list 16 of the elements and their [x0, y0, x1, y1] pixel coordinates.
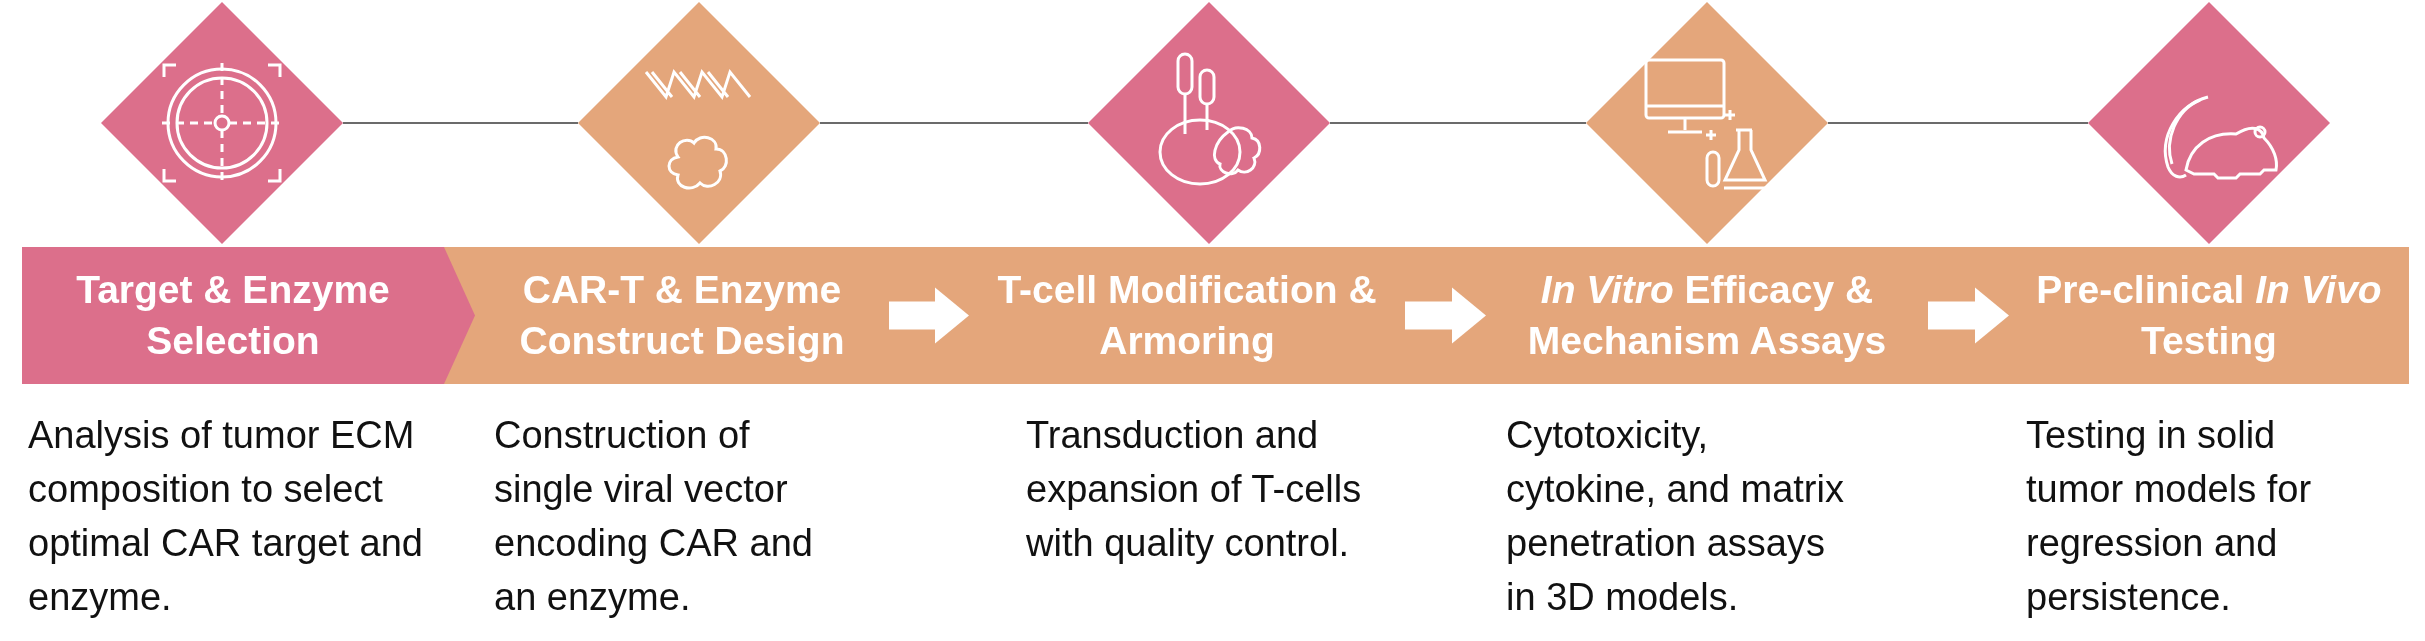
step-diamond	[101, 2, 343, 244]
step-diamond	[2088, 2, 2330, 244]
step-title: Target & Enzyme Selection	[75, 266, 391, 364]
step-banner	[22, 247, 475, 384]
step-title: In Vitro Efficacy & Mechanism Assays	[1526, 266, 1888, 364]
step-description: Testing in solid tumor models for regression and persistence.	[2026, 413, 2313, 620]
step-title: Pre-clinical In Vivo Testing	[2035, 266, 2383, 364]
step-diamond	[578, 2, 820, 244]
step-description: Construction of single viral vector encoding CAR and an enzyme.	[494, 413, 814, 620]
step-title: CAR-T & Enzyme Construct Design	[518, 266, 846, 364]
step-title: T-cell Modification & Armoring	[996, 266, 1378, 364]
step-description: Transduction and expansion of T-cells with quality control.	[1026, 413, 1363, 566]
step-diamond	[1088, 2, 1330, 244]
step-diamond	[1586, 2, 1828, 244]
step-description: Cytotoxicity, cytokine, and matrix penetration assays in 3D models.	[1506, 413, 1845, 620]
step-description: Analysis of tumor ECM composition to select optimal CAR target and enzyme.	[28, 413, 424, 620]
